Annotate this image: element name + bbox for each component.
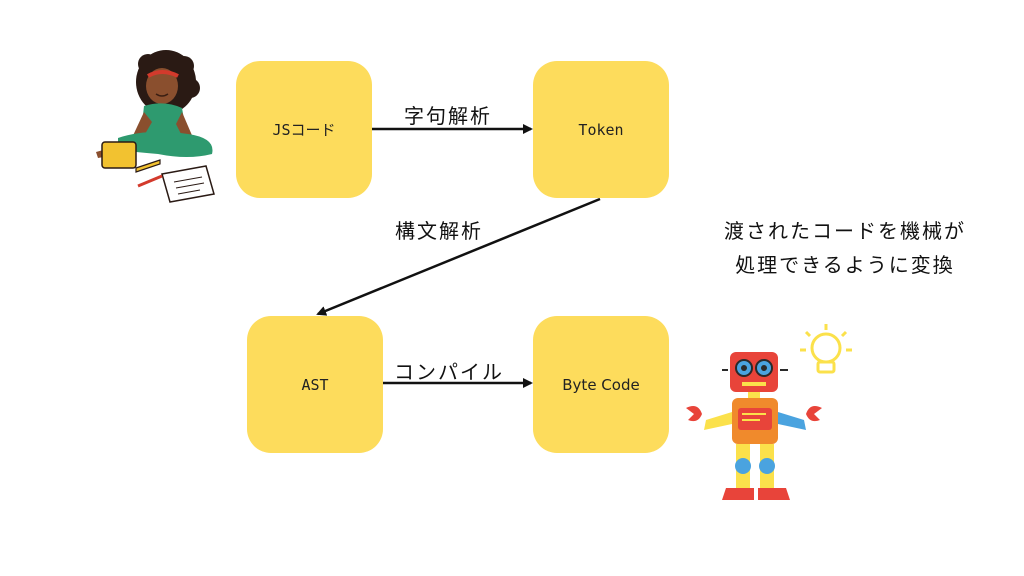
description-line-1: 渡されたコードを機械が — [724, 219, 966, 243]
edge-label-lexical-analysis: 字句解析 — [404, 104, 492, 128]
node-byte-code: Byte Code — [533, 316, 669, 453]
edge-label-syntax-analysis: 構文解析 — [395, 219, 483, 243]
woman-with-laptop-illustration — [96, 50, 215, 203]
node-byte-code-label: Byte Code — [562, 375, 640, 394]
node-ast: AST — [247, 316, 383, 453]
node-ast-label: AST — [301, 375, 329, 394]
robot-with-lightbulb-illustration — [686, 324, 852, 500]
node-token: Token — [533, 61, 669, 198]
edge-label-compile: コンパイル — [394, 360, 504, 384]
node-js-code-label: JSコード — [272, 121, 336, 139]
lightbulb-icon — [800, 324, 852, 374]
description-note: 渡されたコードを機械が 処理できるように変換 — [700, 214, 990, 282]
arrow-token-to-ast — [316, 197, 601, 316]
node-js-code: JSコード — [236, 61, 372, 198]
node-token-label: Token — [578, 120, 624, 139]
description-line-2: 処理できるように変換 — [735, 253, 955, 277]
